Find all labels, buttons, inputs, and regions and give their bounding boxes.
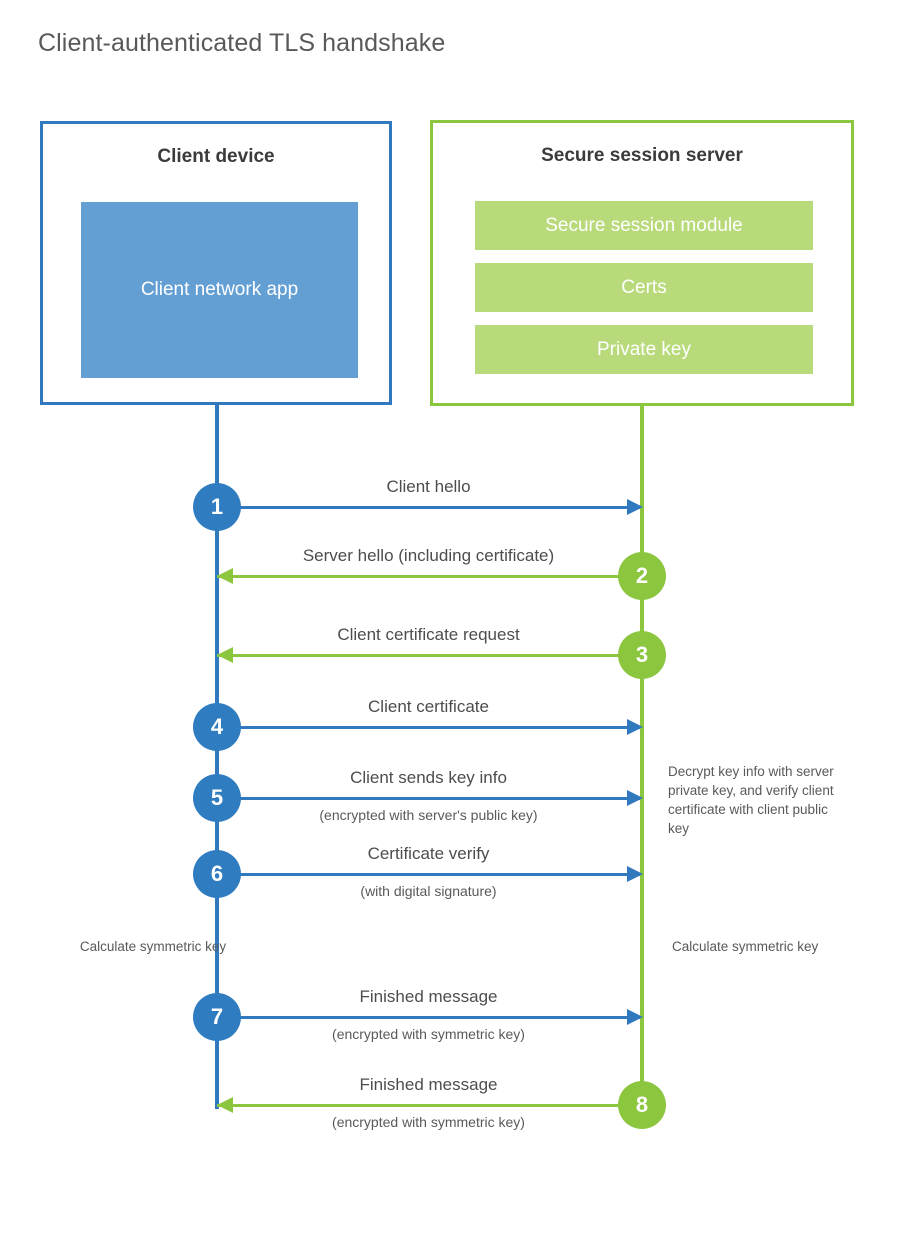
message-label-4: Client certificate [368,697,489,716]
message-line-7 [217,1016,640,1019]
arrow-head-right-icon [627,1009,643,1025]
server-component-secure-session-module: Secure session module [475,201,813,250]
message-label-7: Finished message [359,987,498,1006]
client-device-title: Client device [157,146,275,167]
client-network-app-block: Client network app [81,202,358,378]
step-marker-4[interactable]: 4 [193,703,241,751]
arrow-head-right-icon [627,499,643,515]
page-title: Client-authenticated TLS handshake [38,29,446,57]
step-marker-8[interactable]: 8 [618,1081,666,1129]
message-line-2 [217,575,640,578]
step-marker-2[interactable]: 2 [618,552,666,600]
server-component-private-key: Private key [475,325,813,374]
client-device-box: Client device Client network app [40,121,392,405]
arrow-head-right-icon [627,866,643,882]
step-marker-6[interactable]: 6 [193,850,241,898]
client-lifeline [215,405,219,1109]
arrow-head-right-icon [627,719,643,735]
server-component-certs: Certs [475,263,813,312]
arrow-head-right-icon [627,790,643,806]
message-label-8: Finished message [359,1075,498,1094]
step-marker-5[interactable]: 5 [193,774,241,822]
note-server-calculate-symmetric-key: Calculate symmetric key [672,939,819,954]
server-component-list: Secure session module Certs Private key [475,201,813,387]
message-sublabel-5: (encrypted with server's public key) [319,807,538,823]
message-label-3: Client certificate request [337,625,520,644]
step-marker-3[interactable]: 3 [618,631,666,679]
message-label-6: Certificate verify [367,844,490,863]
note-client-calculate-symmetric-key: Calculate symmetric key [79,939,227,954]
arrow-head-left-icon [217,568,233,584]
arrow-head-left-icon [217,647,233,663]
message-line-5 [217,797,640,800]
message-line-8 [217,1104,640,1107]
arrow-head-left-icon [217,1097,233,1113]
message-sublabel-7: (encrypted with symmetric key) [332,1026,525,1042]
secure-session-server-title: Secure session server [541,145,743,166]
step-marker-7[interactable]: 7 [193,993,241,1041]
message-label-2: Server hello (including certificate) [302,546,555,565]
message-sublabel-8: (encrypted with symmetric key) [332,1114,525,1130]
message-sublabel-6: (with digital signature) [360,883,497,899]
message-line-3 [217,654,640,657]
message-label-5: Client sends key info [350,768,507,787]
message-line-4 [217,726,640,729]
server-lifeline [640,406,644,1106]
message-label-1: Client hello [386,477,471,496]
message-line-6 [217,873,640,876]
step-marker-1[interactable]: 1 [193,483,241,531]
secure-session-server-box: Secure session server Secure session mod… [430,120,854,406]
message-line-1 [217,506,640,509]
note-server-decrypt: Decrypt key info with server private key… [668,764,834,837]
